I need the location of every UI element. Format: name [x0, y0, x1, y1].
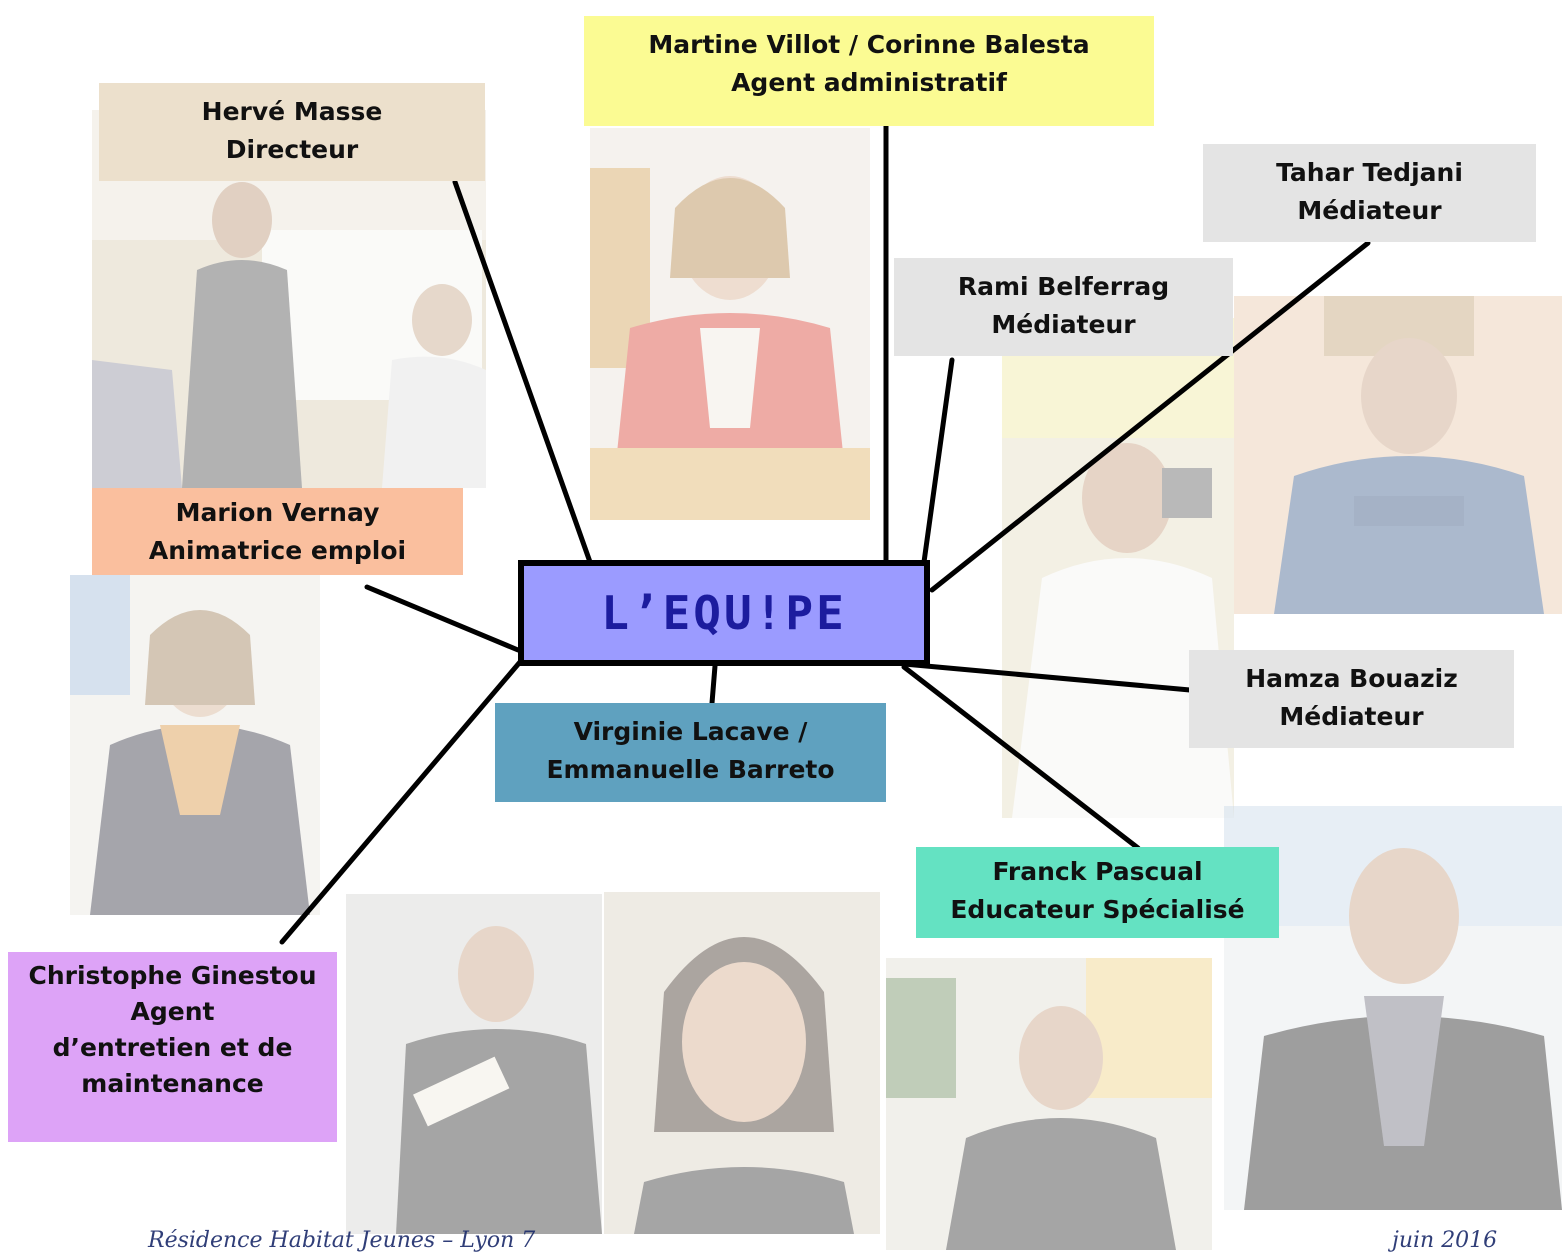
team-title: L’EQU!PE — [601, 586, 847, 640]
member-name: Franck Pascual — [992, 857, 1203, 886]
member-martine: Martine Villot / Corinne Balesta Agent a… — [584, 16, 1154, 126]
connector-marion — [364, 584, 521, 653]
photo-franck — [886, 958, 1212, 1250]
member-tahar: Tahar Tedjani Médiateur — [1203, 144, 1536, 242]
footer-left: Résidence Habitat Jeunes – Lyon 7 — [148, 1228, 536, 1253]
photo-hamza — [1224, 806, 1562, 1210]
member-role: Médiateur — [1297, 196, 1442, 225]
member-role: Directeur — [225, 135, 359, 164]
photo-tahar — [1234, 296, 1562, 614]
member-name: Hervé Masse — [201, 97, 383, 126]
member-marion: Marion Vernay Animatrice emploi — [92, 488, 463, 575]
member-role-3: maintenance — [81, 1069, 264, 1098]
member-rami: Rami Belferrag Médiateur — [894, 258, 1233, 356]
member-hamza: Hamza Bouaziz Médiateur — [1189, 650, 1514, 748]
photo-virginie — [604, 892, 880, 1234]
member-role: Agent — [130, 997, 215, 1026]
photo-martine — [590, 128, 870, 520]
connector-virginie — [709, 663, 718, 706]
member-name: Tahar Tedjani — [1276, 158, 1463, 187]
member-role: Educateur Spécialisé — [950, 895, 1245, 924]
member-name: Christophe Ginestou — [28, 961, 317, 990]
member-role-2: d’entretien et de — [52, 1033, 293, 1062]
team-title-box: L’EQU!PE — [518, 560, 930, 666]
member-role: Médiateur — [1279, 702, 1424, 731]
photo-christophe — [346, 894, 602, 1234]
member-virginie: Virginie Lacave / Emmanuelle Barreto — [495, 703, 886, 802]
member-name: Martine Villot / Corinne Balesta — [648, 30, 1090, 59]
member-name: Virginie Lacave / — [573, 717, 808, 746]
connector-rami — [921, 357, 955, 565]
member-name: Marion Vernay — [175, 498, 380, 527]
member-name-2: Emmanuelle Barreto — [546, 755, 835, 784]
member-role: Agent administratif — [731, 68, 1007, 97]
member-role: Médiateur — [991, 310, 1136, 339]
member-role: Animatrice emploi — [148, 536, 407, 565]
footer-right: juin 2016 — [1392, 1228, 1498, 1253]
member-name: Hamza Bouaziz — [1245, 664, 1458, 693]
member-christophe: Christophe Ginestou Agent d’entretien et… — [8, 952, 337, 1142]
member-name: Rami Belferrag — [957, 272, 1170, 301]
photo-marion — [70, 575, 320, 915]
member-franck: Franck Pascual Educateur Spécialisé — [916, 847, 1279, 938]
member-herve: Hervé Masse Directeur — [99, 83, 485, 181]
